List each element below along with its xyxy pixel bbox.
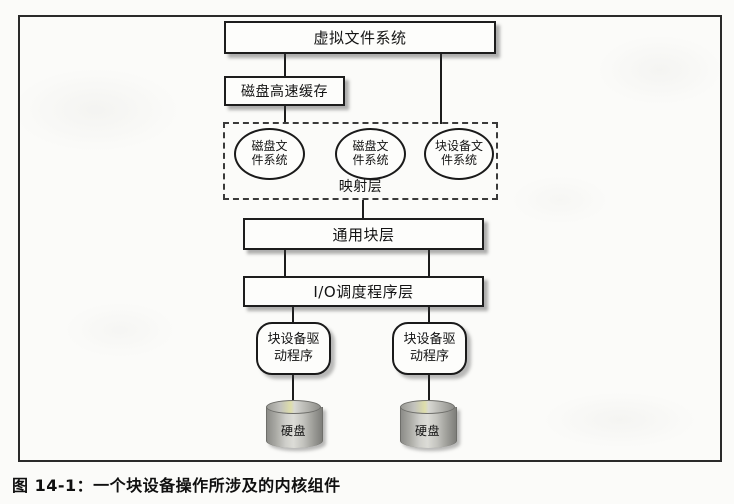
connector-generic-block-to-io-right xyxy=(428,250,430,277)
hard-disk-1-top xyxy=(266,400,321,414)
node-hard-disk-1: 硬盘 xyxy=(266,400,323,448)
connector-io-to-driver-right xyxy=(428,307,430,323)
connector-vfs-to-disk-cache xyxy=(284,53,286,77)
connector-vfs-to-mapping xyxy=(440,53,442,124)
node-generic-block-layer: 通用块层 xyxy=(243,218,484,250)
node-disk-filesystem-2-line1: 磁盘文 xyxy=(352,139,389,154)
connector-driver-right-to-disk-right xyxy=(428,375,430,403)
mapping-layer-label: 映射层 xyxy=(338,179,383,195)
figure-caption: 图 14-1：一个块设备操作所涉及的内核组件 xyxy=(12,476,341,495)
connector-disk-cache-to-mapping xyxy=(284,105,286,124)
node-block-device-driver-2-line1: 块设备驱 xyxy=(403,332,456,348)
connector-driver-left-to-disk-left xyxy=(292,375,294,403)
node-disk-filesystem-2: 磁盘文 件系统 xyxy=(335,128,406,180)
hard-disk-1-label: 硬盘 xyxy=(280,424,306,438)
connector-mapping-to-generic-block xyxy=(362,200,364,219)
node-block-device-driver-1-line1: 块设备驱 xyxy=(267,332,320,348)
mapping-layer-container xyxy=(223,122,498,200)
node-block-device-driver-2-line2: 动程序 xyxy=(409,348,449,364)
node-block-device-driver-1-line2: 动程序 xyxy=(273,348,313,364)
node-disk-cache: 磁盘高速缓存 xyxy=(224,76,345,106)
connector-io-to-driver-left xyxy=(292,307,294,323)
node-disk-filesystem-1-line1: 磁盘文 xyxy=(251,139,288,154)
connector-generic-block-to-io-left xyxy=(284,250,286,277)
hard-disk-2-label: 硬盘 xyxy=(414,424,440,438)
node-block-device-driver-1: 块设备驱 动程序 xyxy=(256,322,331,375)
node-virtual-file-system: 虚拟文件系统 xyxy=(224,21,496,54)
node-block-device-filesystem: 块设备文 件系统 xyxy=(424,128,494,180)
node-disk-filesystem-2-line2: 件系统 xyxy=(352,153,389,167)
node-block-device-filesystem-line2: 件系统 xyxy=(440,153,477,167)
node-block-device-driver-2: 块设备驱 动程序 xyxy=(392,322,467,375)
hard-disk-2-top xyxy=(400,400,455,414)
node-disk-filesystem-1: 磁盘文 件系统 xyxy=(234,128,305,180)
node-block-device-filesystem-line1: 块设备文 xyxy=(434,139,483,154)
figure-frame xyxy=(18,15,722,462)
node-disk-filesystem-1-line2: 件系统 xyxy=(251,153,288,167)
node-io-scheduler-layer: I/O调度程序层 xyxy=(243,276,484,307)
node-hard-disk-2: 硬盘 xyxy=(400,400,457,448)
